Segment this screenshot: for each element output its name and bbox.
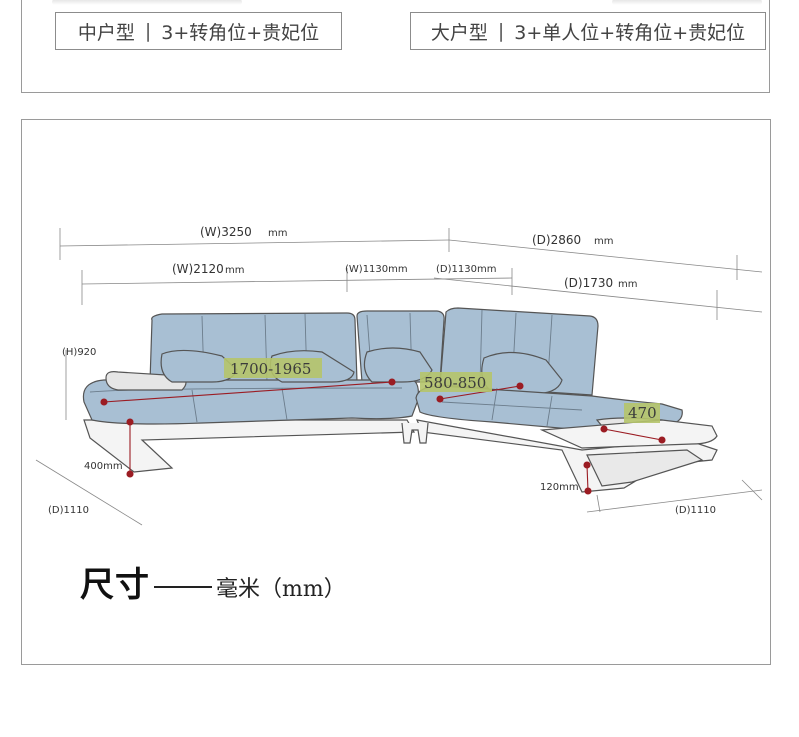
highlight-bg <box>224 358 322 378</box>
separator: | <box>497 20 505 42</box>
dim-total-depth: (D)2860 <box>532 233 581 247</box>
caption-dash <box>154 586 212 588</box>
highlight-labels: 1700-1965 580-850 470 <box>224 358 660 423</box>
highlight-bg <box>420 372 492 392</box>
dim-single-width: (W)1130mm <box>345 264 408 275</box>
dimension-panel: (W)3250 mm (D)2860 mm (W)2120 mm (W)1130… <box>21 119 771 665</box>
image-edge-shadow <box>612 0 762 5</box>
dim-three-seat-width: (W)2120 <box>172 262 224 276</box>
dim-chaise-depth: (D)1730 <box>564 276 613 290</box>
variant-large-label: 大户型 | 3+单人位+转角位+贵妃位 <box>410 12 766 50</box>
dim-depth-right: (D)1110 <box>675 505 716 516</box>
dim-height: (H)920 <box>62 347 96 358</box>
separator: | <box>144 20 152 42</box>
highlight-chaise: 470 <box>628 404 657 422</box>
image-edge-shadow <box>52 0 242 5</box>
sofa-illustration <box>82 307 718 493</box>
sofa-dimension-diagram: (W)3250 mm (D)2860 mm (W)2120 mm (W)1130… <box>35 225 763 526</box>
dim-total-depth-unit: mm <box>594 236 613 247</box>
dim-chaise-depth-unit: mm <box>618 279 637 290</box>
dim-total-width-unit: mm <box>268 228 287 239</box>
caption-title: 尺寸 <box>80 565 150 605</box>
dimension-caption: 尺寸 毫米（mm） <box>80 557 346 606</box>
dim-corner-depth: (D)1130mm <box>436 264 496 275</box>
highlight-corner-stretch: 580-850 <box>424 374 486 392</box>
variant-medium-config: 3+转角位+贵妃位 <box>161 21 320 44</box>
variant-medium-name: 中户型 <box>77 21 135 44</box>
highlight-bg <box>624 403 660 423</box>
highlight-stretch: 1700-1965 <box>230 360 311 378</box>
dim-depth-left: (D)1110 <box>48 505 89 516</box>
dim-three-seat-unit: mm <box>225 265 244 276</box>
variant-large-config: 3+单人位+转角位+贵妃位 <box>514 21 746 44</box>
top-panel: 中户型 | 3+转角位+贵妃位 大户型 | 3+单人位+转角位+贵妃位 <box>21 0 770 93</box>
caption-unit: 毫米（mm） <box>216 577 346 602</box>
measurement-markers <box>100 378 666 495</box>
dimension-lines <box>35 228 763 526</box>
dim-leg-height-chaise: 120mm <box>540 482 579 493</box>
variant-medium-label: 中户型 | 3+转角位+贵妃位 <box>55 12 342 50</box>
variant-large-name: 大户型 <box>430 21 488 44</box>
dim-total-width: (W)3250 <box>200 225 252 239</box>
dim-leg-height: 400mm <box>84 461 123 472</box>
